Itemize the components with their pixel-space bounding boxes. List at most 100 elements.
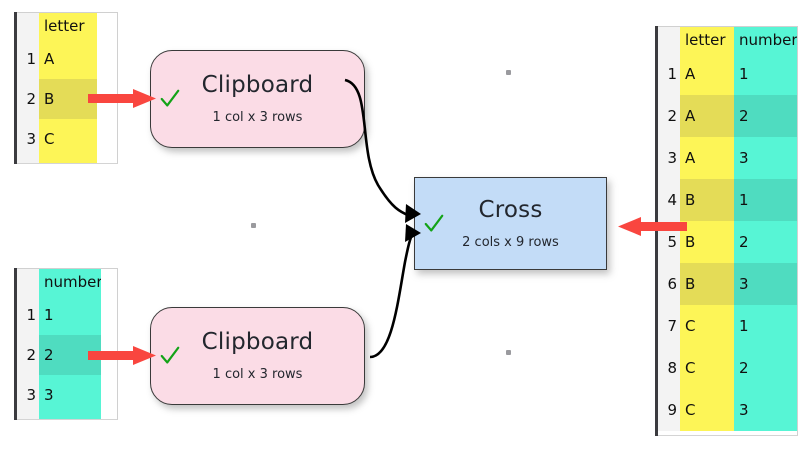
table-row[interactable]: 2 B bbox=[17, 79, 117, 119]
cell-number[interactable]: 3 bbox=[734, 389, 797, 431]
row-number[interactable]: 1 bbox=[658, 53, 680, 95]
cell-number[interactable]: 1 bbox=[734, 53, 797, 95]
column-header-filler bbox=[101, 269, 117, 295]
table-viewport[interactable]: letter number 1 A 1 2 A 2 3 A 3 bbox=[658, 26, 798, 436]
table-row[interactable]: 2 A 2 bbox=[658, 95, 797, 137]
cell-number[interactable]: 1 bbox=[39, 295, 101, 335]
cell-number[interactable]: 2 bbox=[734, 95, 797, 137]
cell-filler bbox=[97, 39, 117, 79]
grid-dot bbox=[506, 350, 511, 355]
table-row[interactable]: 1 1 bbox=[17, 295, 117, 335]
row-number[interactable]: 3 bbox=[17, 119, 39, 159]
column-header-filler bbox=[97, 13, 117, 39]
table-header-row: number bbox=[17, 269, 117, 295]
cell-filler bbox=[97, 119, 117, 159]
table-row[interactable]: 6 B 3 bbox=[658, 263, 797, 305]
node-cross[interactable]: Cross 2 cols x 9 rows bbox=[414, 177, 607, 270]
row-number[interactable]: 9 bbox=[658, 389, 680, 431]
cell-number[interactable]: 2 bbox=[734, 221, 797, 263]
cell-filler bbox=[97, 159, 117, 163]
table-corner[interactable] bbox=[658, 27, 680, 53]
table-row[interactable]: 3 A 3 bbox=[658, 137, 797, 179]
check-icon bbox=[424, 214, 444, 232]
column-header-letter[interactable]: letter bbox=[680, 27, 734, 53]
table-row[interactable]: 1 A 1 bbox=[658, 53, 797, 95]
connector-bottom-path bbox=[369, 232, 415, 359]
column-header-letter[interactable]: letter bbox=[39, 13, 97, 39]
row-number[interactable]: 3 bbox=[658, 137, 680, 179]
cell-filler bbox=[101, 295, 117, 335]
cell-letter[interactable]: C bbox=[680, 305, 734, 347]
table-row[interactable]: 2 2 bbox=[17, 335, 117, 375]
cell-letter[interactable]: C bbox=[39, 119, 97, 159]
node-subtitle: 2 cols x 9 rows bbox=[462, 234, 559, 250]
node-clipboard-bottom[interactable]: Clipboard 1 col x 3 rows bbox=[150, 307, 365, 405]
table-row[interactable]: 7 C 1 bbox=[658, 305, 797, 347]
number-source-table[interactable]: number 1 1 2 2 3 3 bbox=[14, 268, 118, 420]
row-number[interactable]: 2 bbox=[658, 95, 680, 137]
row-number-partial[interactable] bbox=[17, 159, 39, 163]
row-number[interactable]: 2 bbox=[17, 335, 39, 375]
cell-number[interactable]: 3 bbox=[734, 137, 797, 179]
table-viewport[interactable]: number 1 1 2 2 3 3 bbox=[17, 268, 118, 420]
cell-filler bbox=[101, 415, 117, 419]
table-row-partial[interactable] bbox=[17, 415, 117, 419]
table-corner[interactable] bbox=[17, 13, 39, 39]
table-row[interactable]: 4 B 1 bbox=[658, 179, 797, 221]
row-number[interactable]: 4 bbox=[658, 179, 680, 221]
row-number[interactable]: 3 bbox=[17, 375, 39, 415]
cell-letter[interactable]: C bbox=[680, 389, 734, 431]
check-icon bbox=[160, 346, 180, 364]
column-header-number[interactable]: number bbox=[734, 27, 797, 53]
column-header-number[interactable]: number bbox=[39, 269, 101, 295]
cross-result-table[interactable]: letter number 1 A 1 2 A 2 3 A 3 bbox=[655, 26, 798, 436]
row-number[interactable]: 7 bbox=[658, 305, 680, 347]
cell-number[interactable]: 2 bbox=[734, 347, 797, 389]
table-row-partial[interactable] bbox=[17, 159, 117, 163]
cell-number[interactable]: 2 bbox=[39, 335, 101, 375]
check-icon bbox=[160, 89, 180, 107]
table-row[interactable]: 5 B 2 bbox=[658, 221, 797, 263]
table-corner[interactable] bbox=[17, 269, 39, 295]
row-number[interactable]: 5 bbox=[658, 221, 680, 263]
cell-filler bbox=[97, 79, 117, 119]
node-title: Clipboard bbox=[201, 329, 314, 355]
letter-source-table[interactable]: letter 1 A 2 B 3 C bbox=[14, 12, 118, 164]
cell-number[interactable]: 3 bbox=[734, 263, 797, 305]
node-subtitle: 1 col x 3 rows bbox=[212, 367, 303, 382]
table-left-scrollbar[interactable] bbox=[14, 268, 17, 420]
table-row[interactable]: 8 C 2 bbox=[658, 347, 797, 389]
cell-letter[interactable]: A bbox=[680, 53, 734, 95]
cell-letter[interactable]: B bbox=[680, 179, 734, 221]
table-row[interactable]: 9 C 3 bbox=[658, 389, 797, 431]
cell-number[interactable]: 1 bbox=[734, 305, 797, 347]
table-row[interactable]: 1 A bbox=[17, 39, 117, 79]
cell-letter[interactable]: C bbox=[680, 347, 734, 389]
cell-letter[interactable]: A bbox=[680, 95, 734, 137]
table-viewport[interactable]: letter 1 A 2 B 3 C bbox=[17, 12, 118, 164]
cell-letter[interactable]: B bbox=[680, 221, 734, 263]
table-left-scrollbar[interactable] bbox=[655, 26, 658, 436]
row-number[interactable]: 6 bbox=[658, 263, 680, 305]
table-row[interactable]: 3 C bbox=[17, 119, 117, 159]
cell-letter[interactable]: A bbox=[39, 39, 97, 79]
cell-letter[interactable]: A bbox=[680, 137, 734, 179]
cell-letter[interactable]: B bbox=[39, 79, 97, 119]
table-left-scrollbar[interactable] bbox=[14, 12, 17, 164]
row-number[interactable]: 2 bbox=[17, 79, 39, 119]
cell-number[interactable]: 3 bbox=[39, 375, 101, 415]
table-header-row: letter bbox=[17, 13, 117, 39]
row-number[interactable]: 8 bbox=[658, 347, 680, 389]
cell-partial[interactable] bbox=[39, 159, 97, 163]
row-number[interactable]: 1 bbox=[17, 39, 39, 79]
table-row[interactable]: 3 3 bbox=[17, 375, 117, 415]
cell-partial[interactable] bbox=[39, 415, 101, 419]
cell-filler bbox=[101, 335, 117, 375]
cell-number[interactable]: 1 bbox=[734, 179, 797, 221]
row-number-partial[interactable] bbox=[17, 415, 39, 419]
node-clipboard-top[interactable]: Clipboard 1 col x 3 rows bbox=[150, 50, 365, 148]
cell-letter[interactable]: B bbox=[680, 263, 734, 305]
node-title: Clipboard bbox=[201, 72, 314, 98]
row-number[interactable]: 1 bbox=[17, 295, 39, 335]
